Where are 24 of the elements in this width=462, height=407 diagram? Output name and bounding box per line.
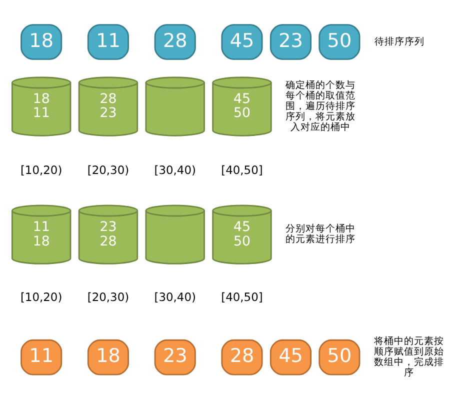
node-box: 18	[87, 339, 129, 376]
node-label: [30,40)	[154, 162, 196, 177]
node-label: [20,30)	[87, 290, 130, 304]
node-label: [30,40)	[154, 290, 196, 304]
node-label: [10,20)	[20, 290, 62, 304]
node-label: [20,30)	[87, 162, 130, 177]
node-box: 23	[154, 339, 196, 376]
node-box: 45	[221, 24, 263, 60]
node-box: 50	[318, 339, 360, 376]
node-box: 45	[270, 339, 312, 376]
label: 确定桶的个数与每个桶的取值范围，遍历待排序序列，将元素放入对应的桶中	[285, 80, 356, 133]
label: 分别对每个桶中的元素进行排序	[285, 224, 356, 246]
node-box: 18	[20, 24, 62, 60]
node-label: [40,50]	[221, 290, 263, 304]
node-label: [10,20)	[20, 162, 62, 177]
label: 将桶中的元素按顺序赋值到原始数组中，完成排序	[374, 336, 444, 378]
node-box: 28	[154, 24, 196, 60]
node-box: 28	[221, 339, 263, 376]
node-label: [40,50]	[221, 162, 263, 177]
node-box: 23	[270, 24, 312, 60]
node-box: 50	[318, 24, 360, 60]
node-box: 11	[20, 339, 62, 376]
node-box: 11	[87, 24, 129, 60]
label: 待排序序列	[374, 36, 425, 48]
